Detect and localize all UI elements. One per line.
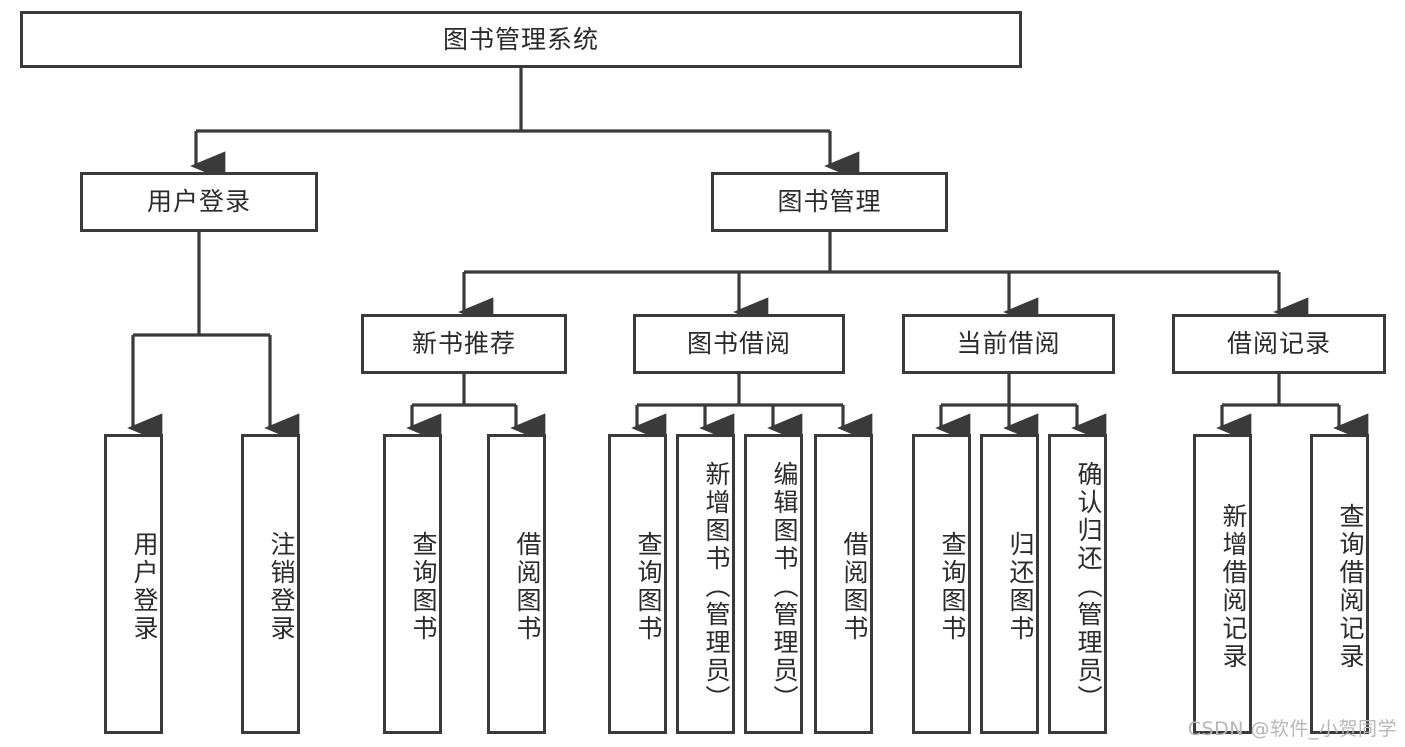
node-book-management-system[interactable]: 图书管理系统 <box>20 11 1022 68</box>
node-label: 借阅记录 <box>1226 329 1331 358</box>
node-current-borrow[interactable]: 当前借阅 <box>902 314 1115 374</box>
node-book-management[interactable]: 图书管理 <box>711 172 948 232</box>
node-label: 图书借阅 <box>686 329 791 358</box>
node-leaf-add-borrow-record[interactable]: 新增借阅记录 <box>1193 434 1252 734</box>
node-label: 新书推荐 <box>411 329 516 358</box>
node-leaf-borrow-book-2[interactable]: 借阅图书 <box>814 434 873 734</box>
node-leaf-logout-login[interactable]: 注销登录 <box>241 434 300 734</box>
node-label: 归还图书 <box>1006 531 1035 643</box>
node-label: 查询图书 <box>409 531 438 643</box>
node-label: 图书管理 <box>777 187 882 216</box>
node-leaf-query-borrow-record[interactable]: 查询借阅记录 <box>1310 434 1369 734</box>
node-label: 借阅图书 <box>840 531 869 643</box>
node-label: 编辑图书（管理员） <box>770 461 799 713</box>
node-new-book-recommend[interactable]: 新书推荐 <box>361 314 567 374</box>
node-leaf-query-book-3[interactable]: 查询图书 <box>912 434 971 734</box>
node-label: 查询图书 <box>634 531 663 643</box>
node-book-borrow[interactable]: 图书借阅 <box>633 314 845 374</box>
node-label: 查询图书 <box>938 531 967 643</box>
node-leaf-return-book[interactable]: 归还图书 <box>980 434 1039 734</box>
node-leaf-confirm-return-admin[interactable]: 确认归还（管理员） <box>1048 434 1107 734</box>
node-label: 注销登录 <box>267 531 296 643</box>
node-label: 当前借阅 <box>956 329 1061 358</box>
node-leaf-borrow-book-1[interactable]: 借阅图书 <box>487 434 546 734</box>
node-leaf-query-book-1[interactable]: 查询图书 <box>383 434 442 734</box>
node-label: 用户登录 <box>146 187 251 216</box>
node-label: 查询借阅记录 <box>1336 503 1365 671</box>
node-label: 用户登录 <box>130 531 159 643</box>
node-leaf-user-login[interactable]: 用户登录 <box>104 434 163 734</box>
node-leaf-query-book-2[interactable]: 查询图书 <box>608 434 667 734</box>
watermark-text: CSDN @软件_小贺同学 <box>1187 718 1397 740</box>
node-label: 新增图书（管理员） <box>702 461 731 713</box>
node-label: 确认归还（管理员） <box>1074 461 1103 713</box>
node-leaf-edit-book-admin[interactable]: 编辑图书（管理员） <box>744 434 803 734</box>
node-user-login[interactable]: 用户登录 <box>80 172 318 232</box>
node-label: 图书管理系统 <box>442 24 599 54</box>
node-label: 新增借阅记录 <box>1219 503 1248 671</box>
node-borrow-record[interactable]: 借阅记录 <box>1172 314 1386 374</box>
node-leaf-add-book-admin[interactable]: 新增图书（管理员） <box>676 434 735 734</box>
node-label: 借阅图书 <box>513 531 542 643</box>
